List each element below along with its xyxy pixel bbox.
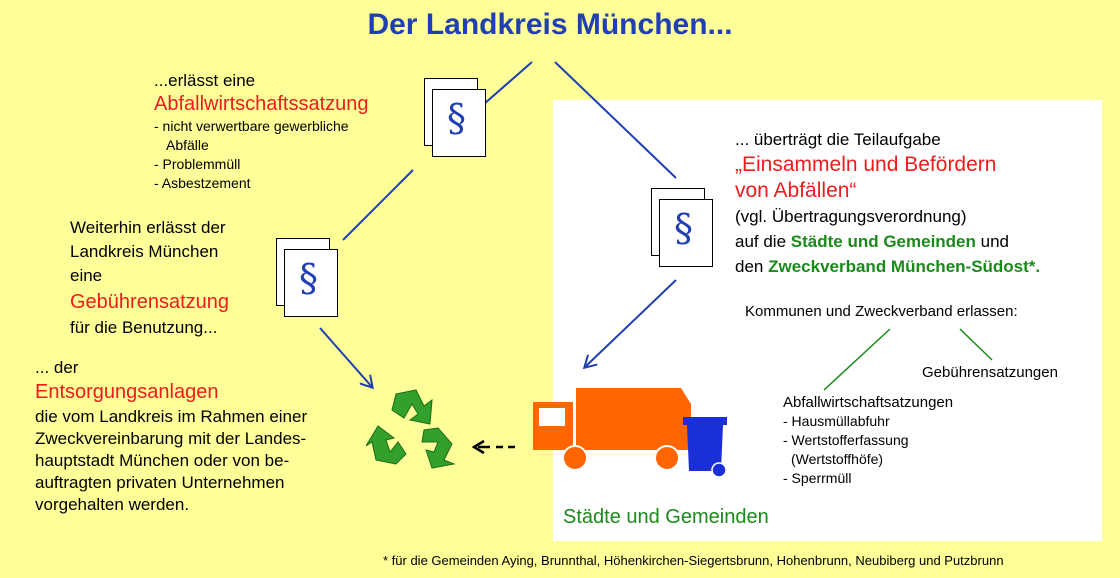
staedte-gemeinden-label: Städte und Gemeinden [790,232,976,251]
line-left-doc-to-mid-doc [342,169,414,241]
text-segment: und [975,232,1009,251]
zweckverband-label: Zweckverband München-Südost*. [768,257,1041,276]
left-bottom-line: die vom Landkreis im Rahmen einer [35,407,308,426]
arrow-to-recycling [319,327,372,387]
municipalities-panel [553,100,1102,541]
abfall-item: - Wertstofferfassung [783,432,909,448]
left-bottom-line: auftragten privaten Unternehmen [35,473,285,492]
line-kommunen-left [823,328,891,391]
left-top-block: ...erlässt eine Abfallwirtschaftssatzung… [154,70,369,193]
recycling-icon [366,389,456,469]
left-mid-after: für die Benutzung... [70,318,218,337]
abfall-heading: Abfallwirtschaftsatzungen [783,394,954,411]
dashed-arrow-truck-to-recycling [471,439,515,455]
left-top-intro: ...erlässt eine [154,71,256,90]
left-bottom-line: Zweckvereinbarung mit der Landes- [35,429,307,448]
left-bottom-intro: ... der [35,358,79,377]
left-bottom-block: ... der Entsorgungsanlagen die vom Landk… [35,357,307,516]
kommunen-label: Kommunen und Zweckverband erlassen: [745,303,1018,320]
staedte-caption: Städte und Gemeinden [563,506,769,528]
page-title: Der Landkreis München... [367,8,733,41]
left-top-heading: Abfallwirtschaftssatzung [154,93,369,115]
abfall-list: Abfallwirtschaftsatzungen - Hausmüllabfu… [783,393,953,488]
line-kommunen-right [959,328,993,361]
garbage-truck-icon [533,388,691,471]
abfall-item: - Sperrmüll [783,470,852,486]
left-top-item: - nicht verwertbare gewerbliche [154,118,349,134]
left-top-item: - Problemmüll [154,156,241,172]
waste-bin-icon [683,417,727,478]
left-top-item: - Asbestzement [154,175,251,191]
right-line-b: den Zweckverband München-Südost*. [735,254,1040,279]
text-segment: den [735,257,769,276]
left-mid-line: eine [70,266,103,285]
line-title-to-right-doc [554,61,677,179]
line-title-to-left-doc [483,61,533,105]
right-heading-line2: von Abfällen“ [735,179,857,202]
right-intro: ... überträgt die Teilaufgabe [735,130,941,149]
right-heading-line1: „Einsammeln und Befördern [735,153,997,176]
right-block: ... überträgt die Teilaufgabe „Einsammel… [735,128,1040,279]
left-bottom-line: hauptstadt München oder von be- [35,451,290,470]
left-bottom-line: vorgehalten werden. [35,495,190,514]
left-mid-heading: Gebührensatzung [70,291,230,313]
abfall-item: (Wertstoffhöfe) [791,451,884,467]
left-bottom-heading: Entsorgungsanlagen [35,381,219,403]
abfall-item: - Hausmüllabfuhr [783,413,890,429]
left-mid-block: Weiterhin erlässt der Landkreis München … [70,216,229,340]
arrow-to-truck [585,279,677,367]
right-line-a: auf die Städte und Gemeinden und [735,229,1040,254]
gebuehren-label: Gebührensatzungen [922,364,1058,381]
footnote: * für die Gemeinden Aying, Brunnthal, Hö… [383,553,1004,568]
left-mid-line: Weiterhin erlässt der [70,218,226,237]
right-reference: (vgl. Übertragungsverordnung) [735,207,967,226]
left-top-item: Abfälle [166,137,209,153]
left-mid-line: Landkreis München [70,242,219,261]
text-segment: auf die [735,232,791,251]
